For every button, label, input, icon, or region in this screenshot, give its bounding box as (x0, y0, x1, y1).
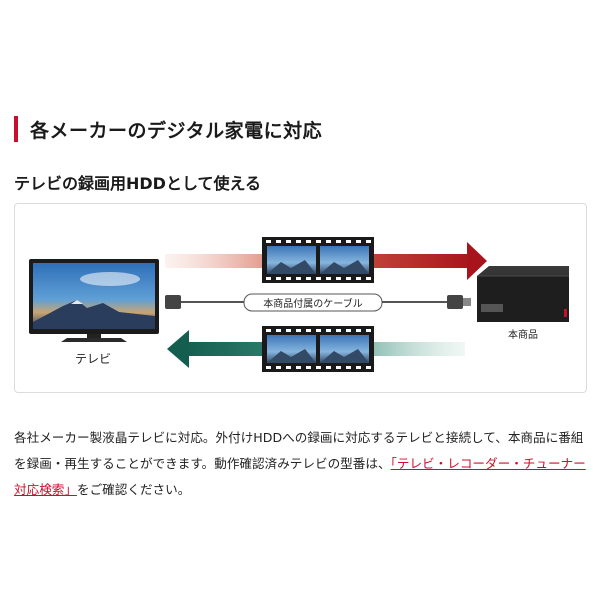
connection-diagram-graphic: 本商品付属のケーブル テレビ 本商品 (29, 237, 569, 372)
cable-label: 本商品付属のケーブル (263, 297, 362, 310)
connection-diagram: 本商品付属のケーブル テレビ 本商品 (14, 203, 587, 393)
hdd-product-icon (477, 266, 569, 322)
film-strip-bottom-icon (262, 326, 374, 372)
section-accent-bar (14, 116, 18, 142)
section-title: 各メーカーのデジタル家電に対応 (30, 119, 323, 142)
product-label: 本商品 (508, 328, 538, 341)
subsection-title: テレビの録画用HDDとして使える (14, 174, 261, 193)
compatibility-search-link[interactable]: 「テレビ・レコーダー・チューナー対応検索」 (14, 456, 586, 497)
tv-icon (29, 259, 159, 342)
film-strip-top-icon (262, 237, 374, 283)
description-paragraph: 各社メーカー製液晶テレビに対応。外付けHDDへの録画に対応するテレビと接続して、… (14, 425, 589, 503)
section-header: 各メーカーのデジタル家電に対応 (14, 112, 322, 146)
description-text-after: をご確認ください。 (76, 482, 191, 497)
tv-label: テレビ (75, 352, 111, 366)
description-text-before: 各社メーカー製液晶テレビに対応。外付けHDDへの録画に対応するテレビと接続して、… (14, 430, 584, 471)
cable (165, 293, 471, 312)
